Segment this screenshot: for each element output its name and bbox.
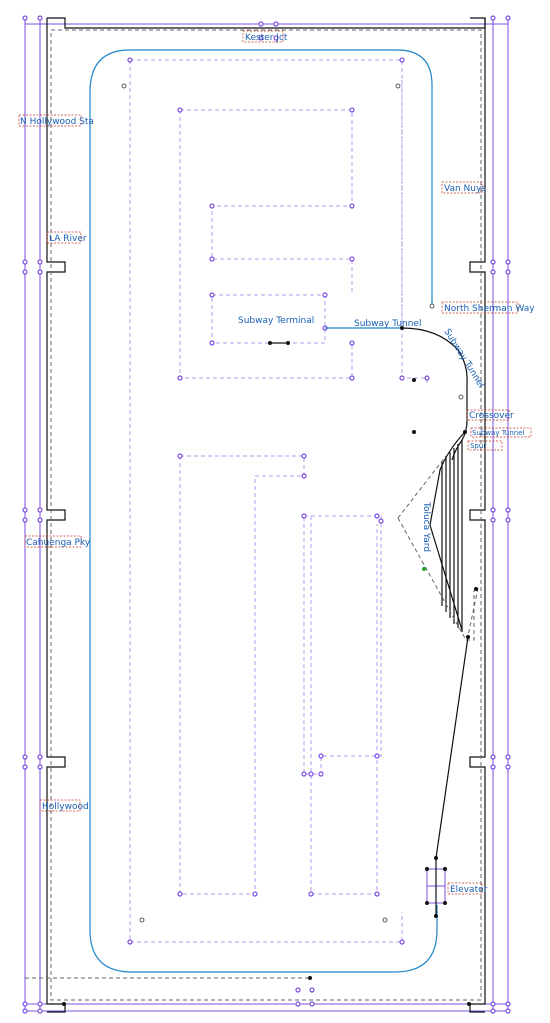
svg-text:Crossover: Crossover [469, 411, 514, 421]
svg-text:Hollywood: Hollywood [42, 802, 89, 812]
label-subway-tunnel[interactable]: Subway Tunnel [354, 319, 421, 329]
svg-text:Subway Terminal: Subway Terminal [238, 316, 314, 326]
label-kester-jct[interactable]: Kester Jct [242, 30, 288, 43]
helix-nodes [121, 57, 430, 945]
frame-nodes [22, 15, 511, 1014]
svg-text:Spur: Spur [470, 442, 486, 450]
outer-frame [24, 18, 509, 1012]
label-north-sherman-way[interactable]: North Sherman Way [441, 301, 535, 314]
label-elevator[interactable]: Elevator [447, 882, 488, 895]
label-small-b[interactable]: Spur [467, 440, 503, 451]
svg-text:LA River: LA River [49, 234, 87, 244]
svg-text:North Sherman Way: North Sherman Way [444, 304, 535, 314]
subway-track [268, 326, 479, 918]
label-subway-terminal[interactable]: Subway Terminal [238, 316, 314, 326]
svg-text:Subway Tunnel: Subway Tunnel [354, 319, 421, 329]
label-n-hollywood-sta[interactable]: N Hollywood Sta [18, 114, 94, 127]
svg-text:Van Nuys: Van Nuys [444, 184, 486, 194]
svg-text:N Hollywood Sta: N Hollywood Sta [20, 117, 94, 127]
helix-guides [129, 59, 428, 943]
label-van-nuys[interactable]: Van Nuys [441, 181, 486, 194]
benchwork-outline [25, 17, 486, 1013]
label-crossover[interactable]: Crossover [466, 409, 514, 421]
svg-text:Kester Jct: Kester Jct [245, 33, 288, 43]
label-subway-tunnel-curve[interactable]: Subway Tunnel [441, 327, 485, 390]
label-small-a[interactable]: Subway Tunnel [470, 427, 532, 438]
svg-text:Elevator: Elevator [450, 885, 488, 895]
label-cahuenga-pky[interactable]: Cahuenga Pky [24, 535, 91, 548]
svg-text:Cahuenga Pky: Cahuenga Pky [26, 538, 91, 548]
svg-text:Subway Tunnel: Subway Tunnel [472, 429, 525, 437]
mainline-loop [89, 49, 438, 973]
svg-text:Toluca Yard: Toluca Yard [421, 501, 431, 552]
label-toluca-yard[interactable]: Toluca Yard [421, 501, 431, 552]
svg-text:Subway Tunnel: Subway Tunnel [441, 327, 485, 390]
label-hollywood[interactable]: Hollywood [39, 799, 89, 812]
label-la-river[interactable]: LA River [46, 231, 87, 244]
